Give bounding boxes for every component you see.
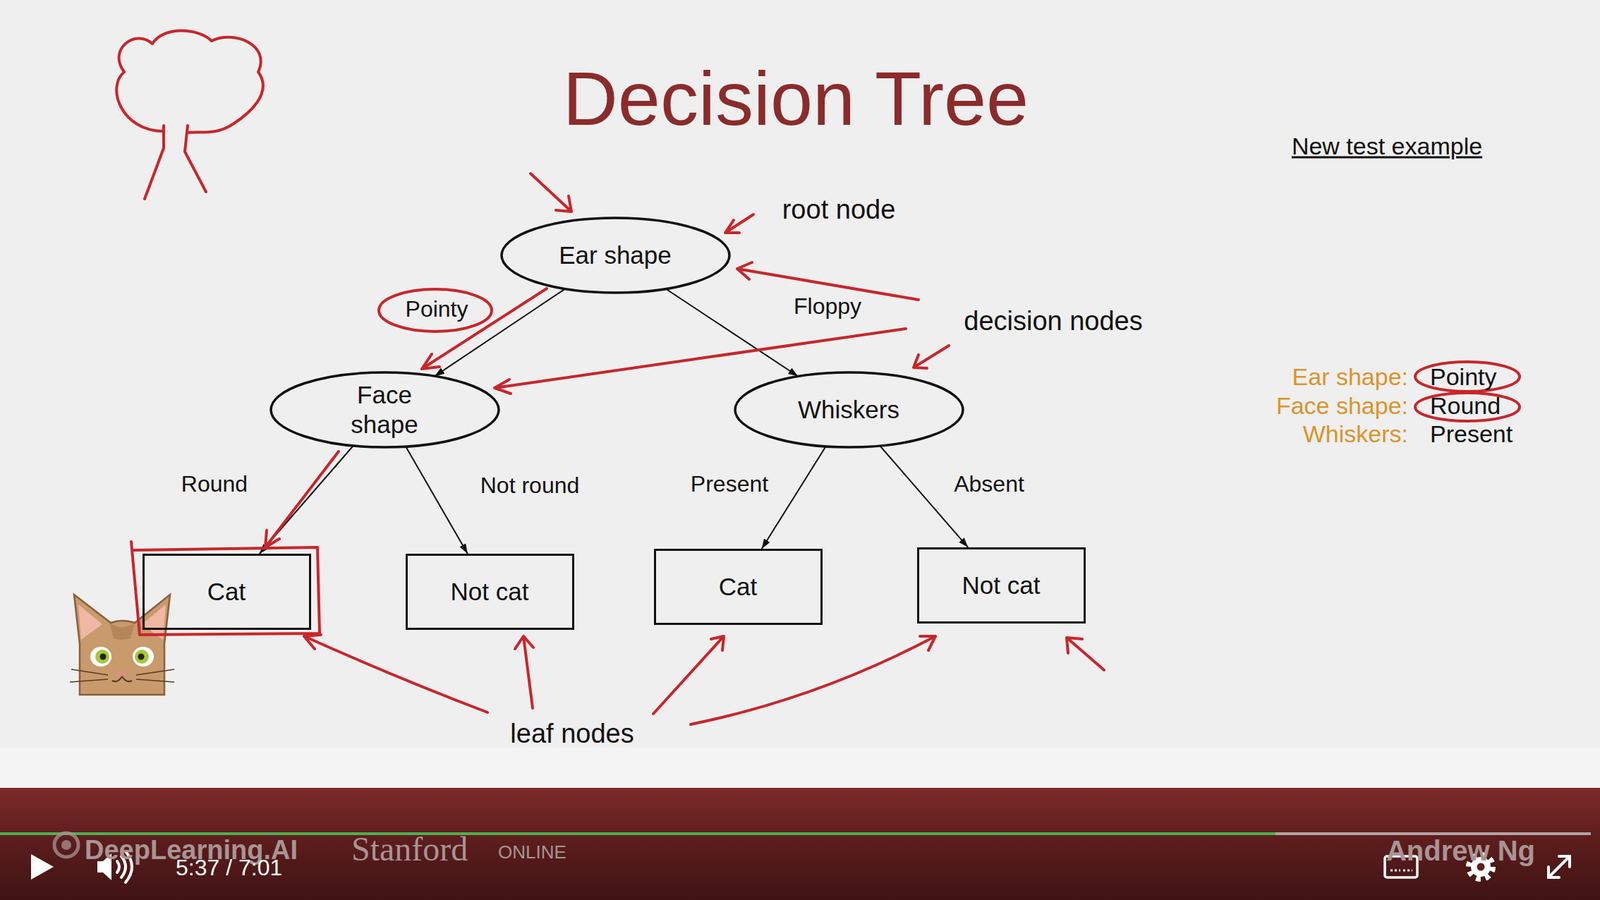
node-text: Whiskers bbox=[797, 395, 900, 425]
watermark-logo bbox=[54, 833, 79, 858]
tree-sketch bbox=[116, 31, 264, 134]
feature-value: Round bbox=[1429, 392, 1501, 420]
tree-branch-arrow bbox=[879, 445, 968, 548]
branch-label: Pointy bbox=[405, 296, 469, 323]
tree-branch-arrow bbox=[761, 446, 827, 549]
annotation-circle bbox=[1415, 361, 1520, 392]
decision-node: Whiskers bbox=[733, 371, 965, 449]
ellipse-outline bbox=[735, 372, 963, 448]
watermark: Stanford bbox=[351, 829, 468, 869]
feature-name: Ear shape: bbox=[1292, 363, 1409, 391]
cat-illustration bbox=[69, 594, 175, 695]
annotation-arrow bbox=[530, 173, 572, 212]
leaf-node: Not cat bbox=[917, 547, 1086, 624]
progress-played bbox=[0, 832, 1276, 836]
slide-lower-band bbox=[0, 747, 1600, 789]
node-text: Cat bbox=[718, 572, 757, 602]
node-text: Face shape bbox=[331, 380, 438, 440]
annotation-arrow bbox=[913, 345, 949, 369]
tree-branch-arrow bbox=[405, 446, 468, 554]
annotation-label: root node bbox=[782, 194, 896, 226]
ellipse-outline bbox=[270, 372, 499, 448]
branch-label: Floppy bbox=[793, 293, 862, 320]
node-text: Cat bbox=[207, 577, 246, 607]
feature-name: Face shape: bbox=[1276, 392, 1409, 420]
node-text: Not cat bbox=[450, 577, 530, 607]
annotation-arrow bbox=[514, 636, 534, 709]
branch-label: Round bbox=[181, 471, 248, 498]
feature-value: Pointy bbox=[1429, 363, 1498, 391]
annotation-arrow bbox=[653, 636, 724, 714]
annotation-arrow bbox=[1066, 637, 1105, 671]
feature-name: Whiskers: bbox=[1302, 420, 1409, 448]
tree-sketch-trunk bbox=[144, 125, 164, 199]
section-heading: New test example bbox=[1291, 132, 1483, 161]
branch-label: Absent bbox=[953, 471, 1025, 498]
branch-label: Not round bbox=[480, 472, 580, 499]
play-icon bbox=[31, 854, 54, 880]
annotation-circle bbox=[1415, 392, 1520, 422]
slide-title: Decision Tree bbox=[562, 55, 1029, 143]
fullscreen-icon bbox=[1548, 856, 1570, 878]
leaf-node: Cat bbox=[653, 548, 823, 626]
annotation-label: decision nodes bbox=[963, 306, 1143, 338]
root-decision-node: Ear shape bbox=[500, 216, 731, 295]
slide-ground bbox=[0, 0, 1600, 789]
progress-remaining bbox=[1275, 832, 1591, 836]
tree-sketch-trunk bbox=[184, 125, 206, 192]
video-timestamp: 5:37 / 7:01 bbox=[175, 855, 283, 882]
node-text: Ear shape bbox=[558, 240, 672, 271]
annotation-outline bbox=[131, 541, 320, 635]
annotation-circle bbox=[378, 289, 492, 332]
branch-label: Present bbox=[690, 471, 769, 498]
annotation-arrow bbox=[690, 636, 936, 725]
tree-branch-arrow bbox=[665, 288, 798, 377]
annotation-arrow bbox=[304, 634, 488, 713]
decision-node: Face shape bbox=[269, 371, 501, 449]
tree-branch-arrow bbox=[259, 445, 354, 554]
video-control-bar bbox=[0, 788, 1600, 900]
annotation-label: leaf nodes bbox=[510, 718, 634, 750]
leaf-node: Not cat bbox=[405, 553, 575, 630]
annotation-arrow bbox=[494, 328, 906, 394]
watermark: ONLINE bbox=[498, 842, 567, 864]
feature-value: Present bbox=[1429, 420, 1513, 448]
watermark: Andrew Ng bbox=[1386, 834, 1536, 868]
ellipse-outline bbox=[501, 217, 730, 293]
node-text: Not cat bbox=[962, 570, 1041, 601]
annotation-arrow bbox=[265, 451, 339, 548]
leaf-node: Cat bbox=[142, 553, 312, 630]
annotation-arrow bbox=[725, 214, 754, 233]
